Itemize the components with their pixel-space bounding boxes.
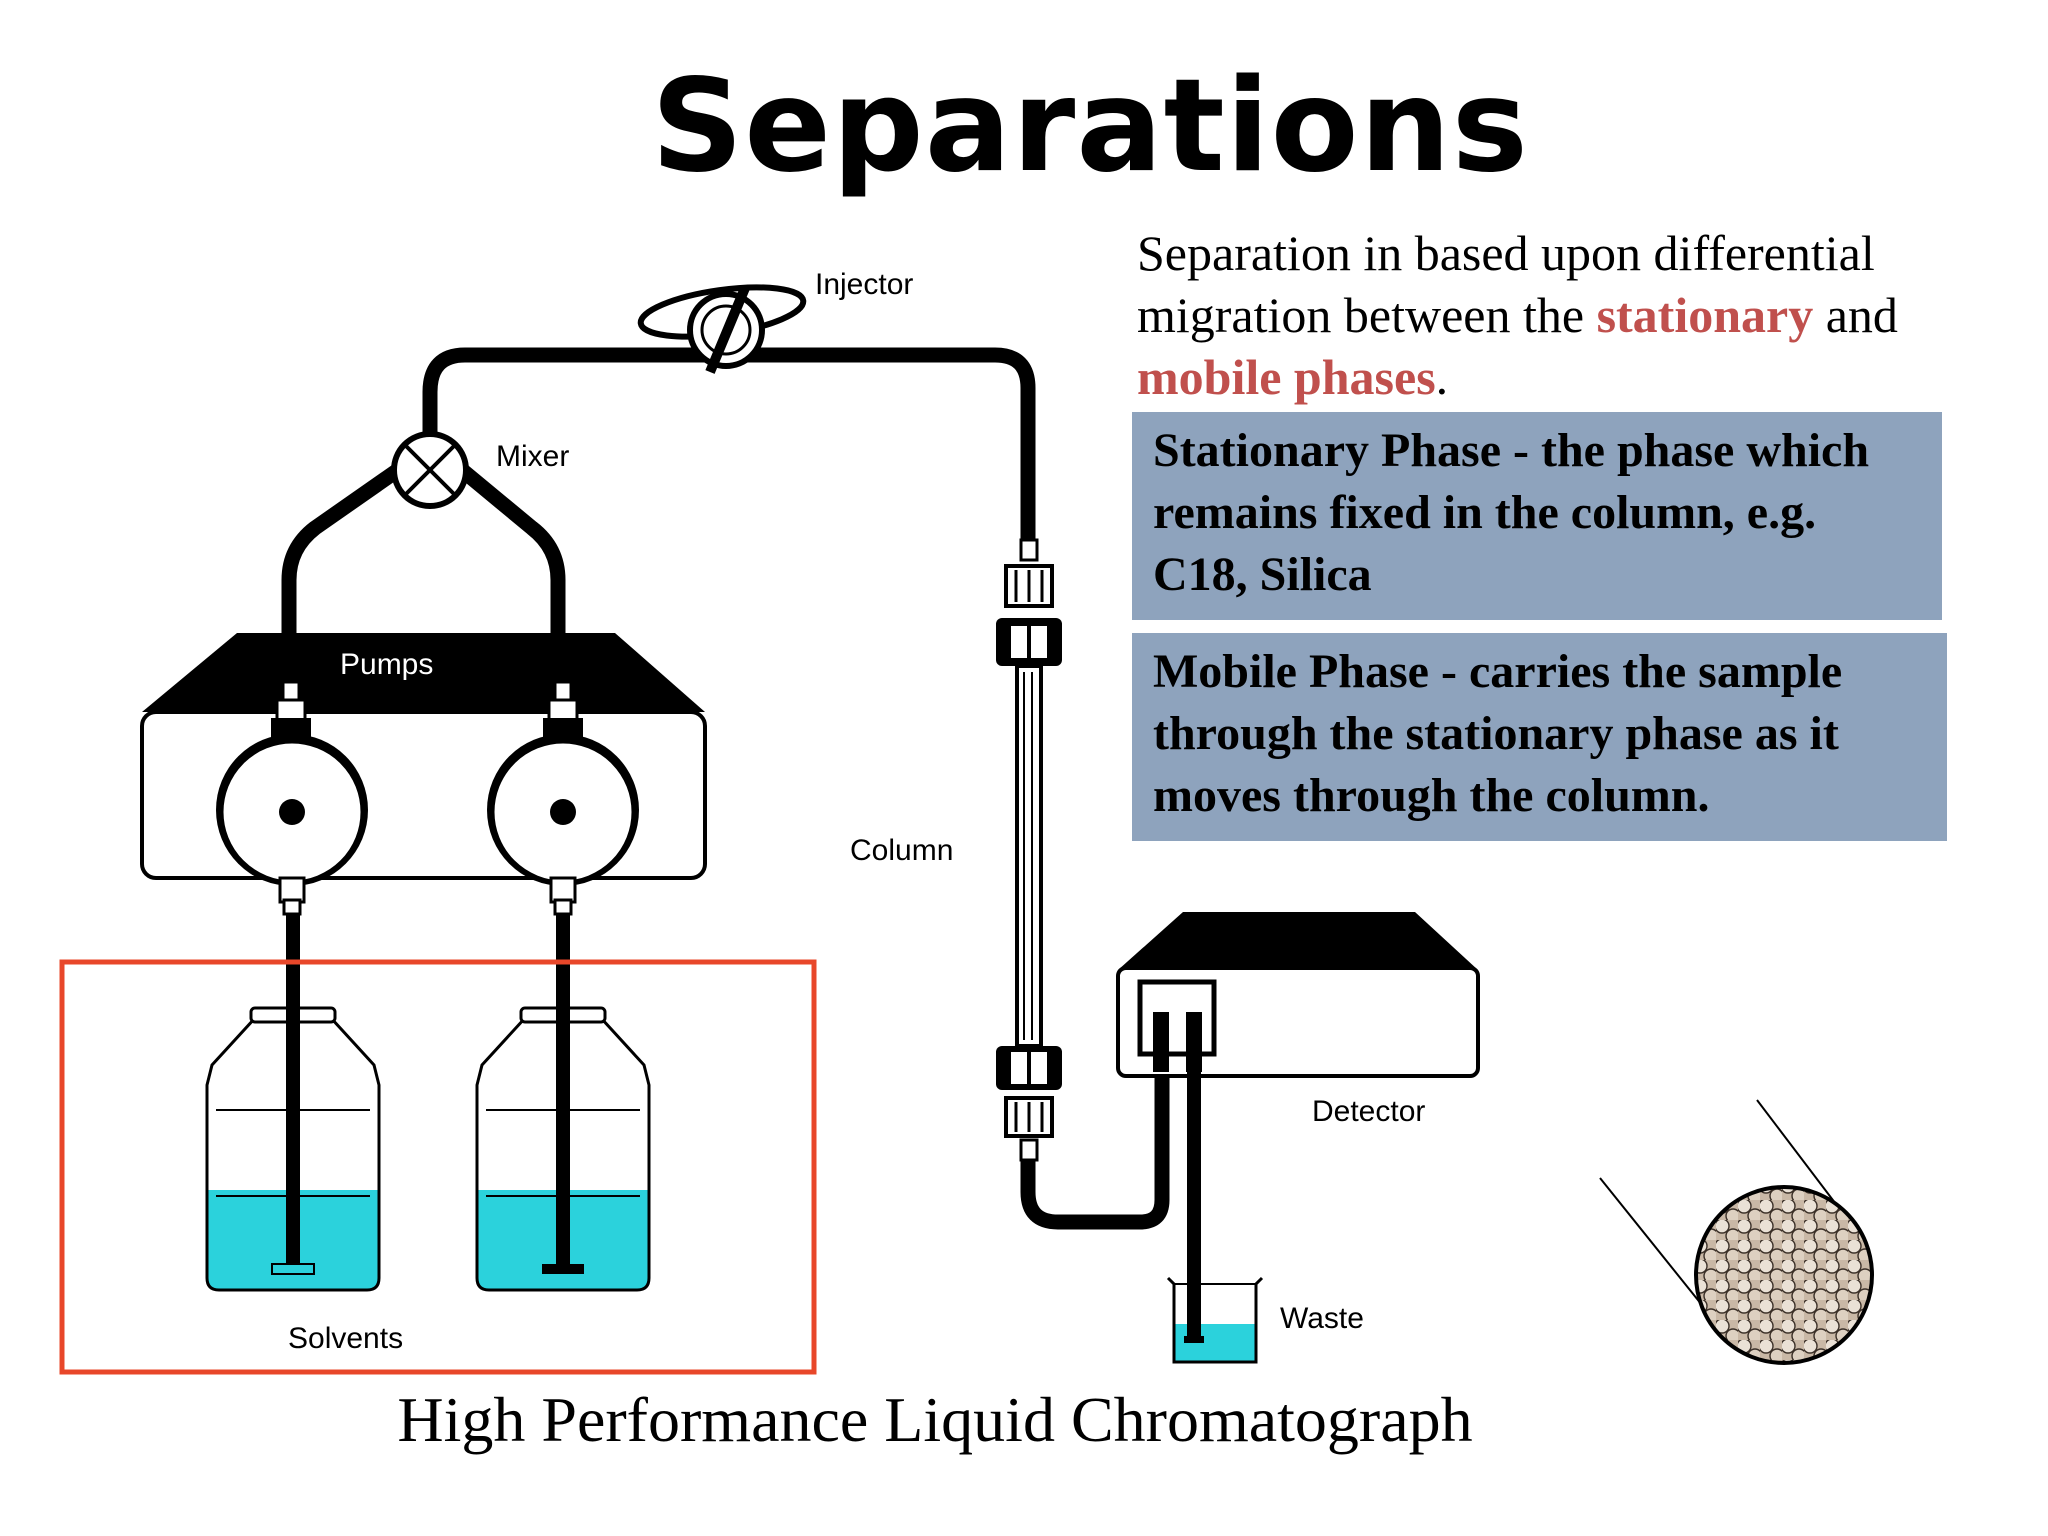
mobile-phase-box: Mobile Phase - carries the sample throug… [1132, 633, 1947, 841]
column-packing-cross-section [1599, 1099, 1874, 1365]
pump-head-left [216, 680, 368, 916]
label-waste: Waste [1280, 1302, 1364, 1335]
label-solvents: Solvents [288, 1322, 404, 1355]
waste-beaker [1166, 1276, 1264, 1364]
mixer-valve [391, 431, 469, 509]
intro-stationary-highlight: stationary [1596, 287, 1814, 343]
intro-part-3: . [1435, 349, 1449, 405]
intro-mobile-highlight: mobile phases [1137, 349, 1436, 405]
detector [1116, 912, 1480, 1338]
label-pumps: Pumps [340, 648, 434, 681]
intro-part-1: Separation in based upon differential mi… [1137, 225, 1875, 343]
figure-caption: High Performance Liquid Chromatograph [397, 1384, 1473, 1455]
column [996, 538, 1062, 1162]
stationary-phase-text: Stationary Phase - the phase which remai… [1153, 424, 1870, 601]
stationary-phase-box: Stationary Phase - the phase which remai… [1132, 412, 1942, 620]
pump-unit [140, 633, 707, 916]
mobile-phase-text: Mobile Phase - carries the sample throug… [1153, 645, 1843, 822]
solvent-bottle-left [205, 914, 381, 1292]
pump-head-right [487, 680, 639, 916]
label-detector: Detector [1312, 1095, 1426, 1128]
intro-part-2: and [1813, 287, 1898, 343]
solvent-bottle-right [475, 914, 651, 1292]
slide-title: Separations [651, 52, 1529, 201]
label-injector: Injector [815, 268, 914, 301]
label-column: Column [850, 834, 954, 867]
solvents-frame [59, 959, 817, 1375]
intro-text: Separation in based upon differential mi… [1137, 222, 2007, 408]
injector-valve [637, 284, 807, 374]
tubing [281, 347, 1170, 1230]
label-mixer: Mixer [496, 440, 570, 473]
